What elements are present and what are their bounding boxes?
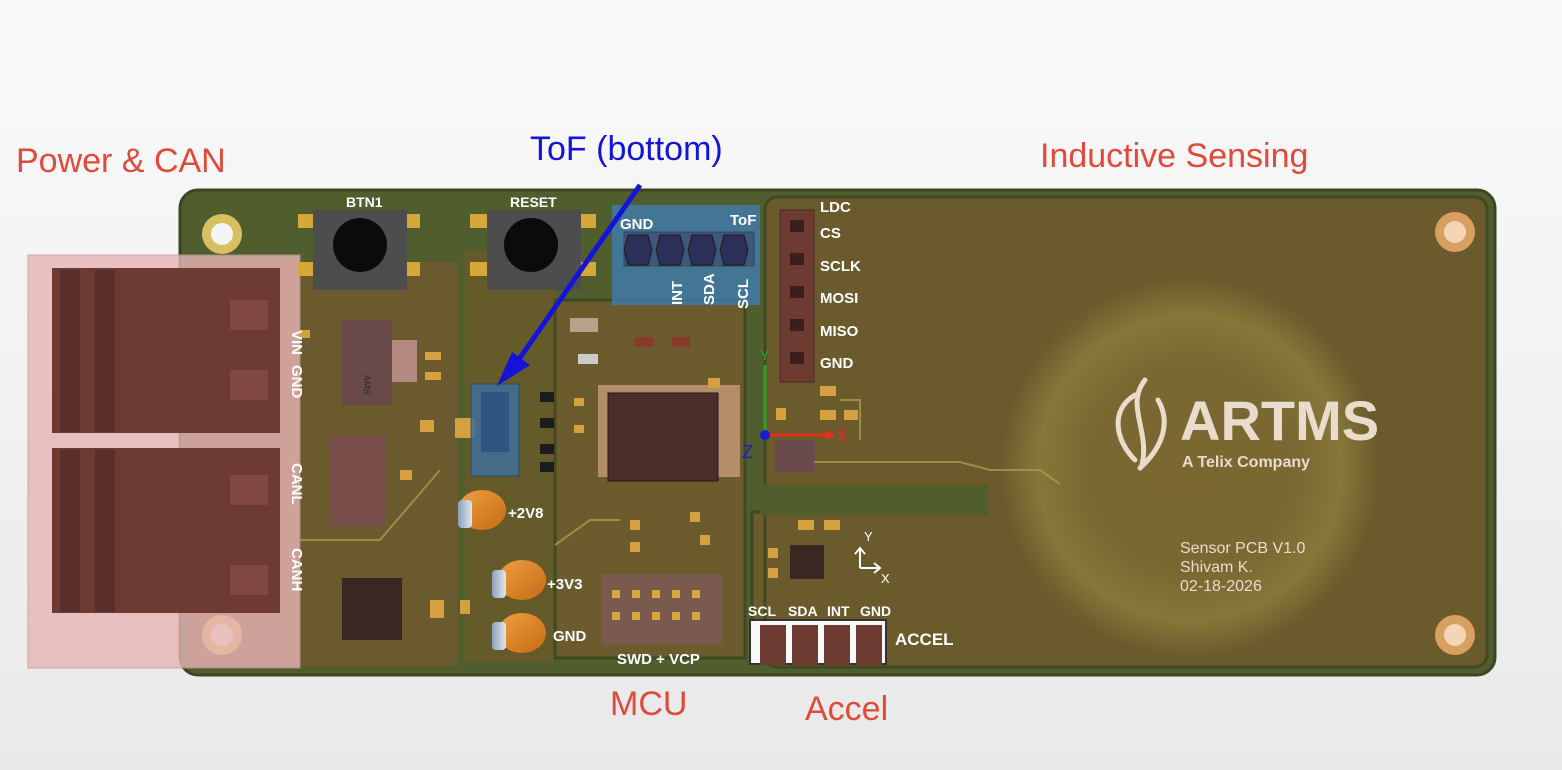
traces [300,399,1061,546]
ldc-header-pins [790,220,804,364]
accel-axis-x-label: X [881,571,890,586]
tof-gnd-label: GND [620,216,654,233]
tof-arrow-head [497,352,530,386]
accel-header-pins [760,625,882,665]
btn1-label: BTN1 [346,194,383,210]
inductive-notch [760,485,988,515]
artms-tagline: A Telix Company [1182,454,1310,471]
reset-label: RESET [510,194,557,210]
rail-2v8-label: +2V8 [508,505,543,522]
mcu-area-passives [570,318,720,552]
sclk-pin-label: SCLK [820,258,861,275]
artms-logo-icon [1115,377,1167,471]
tof-scl-label: SCL [735,279,752,309]
cs-pin-label: CS [820,225,841,242]
rail-gnd-label: GND [553,628,587,645]
accel-header-name: ACCEL [895,630,954,649]
axis-x-label: X [836,426,848,446]
cap-3v3 [492,560,546,600]
tof-int-label: INT [669,281,686,305]
artms-logo-text: ARTMS [1180,389,1379,452]
accel-passives [768,520,840,578]
tof-sensor-inner [481,392,509,452]
can-transceiver [342,578,402,640]
ldc-chip [775,440,815,472]
reset-button [470,210,596,290]
ldc-passives [776,386,858,420]
accel-axes-icon [854,546,882,574]
swd-header-pins [612,590,700,620]
swd-header-label: SWD + VCP [617,651,700,668]
accel-scl-label: SCL [748,603,776,619]
vin-pin-label: VIN [288,330,305,355]
regulator-marking: AMS [362,375,372,395]
silk-version: Sensor PCB V1.0 [1180,540,1306,557]
smd-passives [300,330,475,618]
accel-int-label: INT [827,603,850,619]
power-terminal-block [52,268,280,433]
btn1-button [298,210,420,290]
rail-3v3-label: +3V3 [547,576,582,593]
silk-author: Shivam K. [1180,559,1253,576]
miso-pin-label: MISO [820,323,859,340]
gnd-pin-label: GND [288,365,305,399]
accel-axis-y-label: Y [864,529,873,544]
inductive-sensing-label: Inductive Sensing [1040,137,1309,175]
can-terminal-block [52,448,280,613]
swd-header [602,574,722,644]
axis-y-label: Y [760,347,770,363]
inductor [330,436,385,526]
canh-pin-label: CANH [288,548,305,591]
tof-callout-arrow [512,183,643,367]
ldc-label: LDC [820,199,851,216]
power-can-label: Power & CAN [16,142,226,180]
mcu-label: MCU [610,685,688,723]
accel-sda-label: SDA [788,603,818,619]
tof-passives [540,392,584,472]
tof-sda-label: SDA [701,273,718,305]
mosi-pin-label: MOSI [820,290,858,307]
tof-pin-label: ToF [730,212,756,229]
axis-z-label: Z [742,442,753,462]
canl-pin-label: CANL [288,463,305,505]
mcu-chip [607,392,719,482]
silk-date: 02-18-2026 [1180,578,1262,595]
ldc-gnd-pin-label: GND [820,355,854,372]
regulator-ic [342,320,417,405]
accel-gnd-label: GND [860,603,891,619]
tof-header-pins [623,231,755,267]
inductive-coil [1000,278,1380,658]
accel-label: Accel [805,690,889,728]
cap-gnd [492,613,546,653]
z-axis-dot [760,430,770,440]
accel-chip [790,545,824,579]
cap-2v8 [458,490,506,530]
tof-bottom-label: ToF (bottom) [530,130,723,168]
